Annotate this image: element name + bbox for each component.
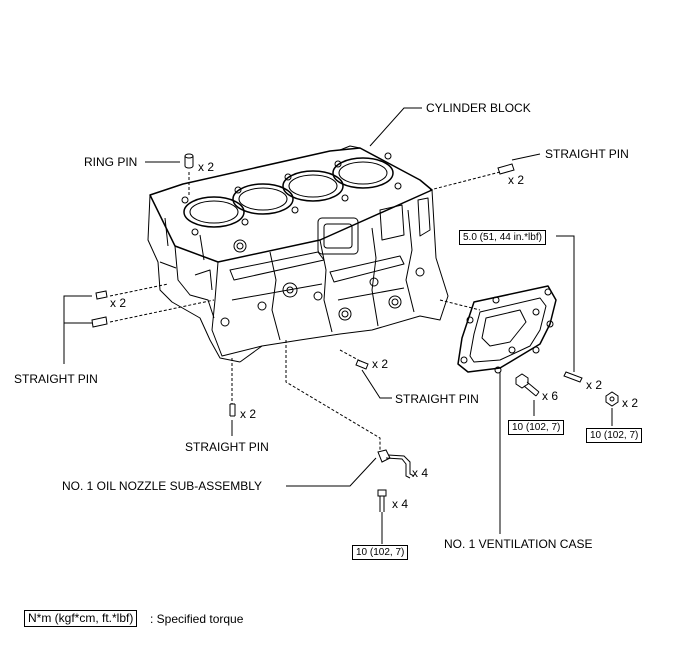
oil-nozzle-bolt-quantity: x 4 (392, 497, 409, 511)
leader-lines (63, 107, 613, 534)
legend-description: : Specified torque (150, 612, 244, 626)
cylinder-block-label: CYLINDER BLOCK (426, 101, 531, 115)
ring-pin-label: RING PIN (84, 155, 138, 169)
assembly-lines (109, 171, 501, 452)
straight-pin-quantity-top-right: x 2 (508, 173, 525, 187)
vent-stud-quantity: x 2 (586, 378, 603, 392)
straight-pin-label-center: STRAIGHT PIN (395, 392, 479, 406)
cylinder-block-illustration (147, 145, 449, 363)
straight-pin-quantity-center: x 2 (372, 357, 389, 371)
ring-pin-part (184, 153, 194, 169)
straight-pin-part-top-right (497, 163, 515, 175)
straight-pin-quantity-bottom: x 2 (240, 407, 257, 421)
straight-pin-label-bottom: STRAIGHT PIN (185, 440, 269, 454)
oil-nozzle-quantity: x 4 (412, 466, 429, 480)
oil-nozzle-label: NO. 1 OIL NOZZLE SUB-ASSEMBLY (62, 479, 263, 493)
straight-pin-parts-left (91, 290, 108, 328)
stud-torque: 5.0 (51, 44 in.*lbf) (459, 230, 546, 245)
legend-unit-box: N*m (kgf*cm, ft.*lbf) (24, 610, 138, 627)
straight-pin-quantity-left: x 2 (110, 296, 127, 310)
ventilation-case-part (457, 285, 557, 374)
ring-pin-quantity: x 2 (198, 160, 215, 174)
oil-nozzle-bolt-torque: 10 (102, 7) (352, 545, 409, 560)
straight-pin-part-bottom (229, 403, 236, 417)
oil-nozzle-bolt-part (377, 489, 387, 544)
vent-bolt-torque: 10 (102, 7) (508, 420, 565, 435)
straight-pin-part-center (355, 359, 369, 370)
ventilation-case-nut-part (605, 391, 619, 407)
ventilation-case-stud-part (563, 371, 583, 383)
vent-nut-quantity: x 2 (622, 396, 639, 410)
straight-pin-label-left: STRAIGHT PIN (14, 372, 98, 386)
straight-pin-label-top-right: STRAIGHT PIN (545, 147, 629, 161)
ventilation-case-bolt-part (515, 373, 540, 397)
ventilation-case-label: NO. 1 VENTILATION CASE (444, 537, 593, 551)
oil-nozzle-part (377, 449, 415, 479)
vent-bolt-quantity: x 6 (542, 389, 559, 403)
vent-nut-torque: 10 (102, 7) (586, 428, 643, 443)
